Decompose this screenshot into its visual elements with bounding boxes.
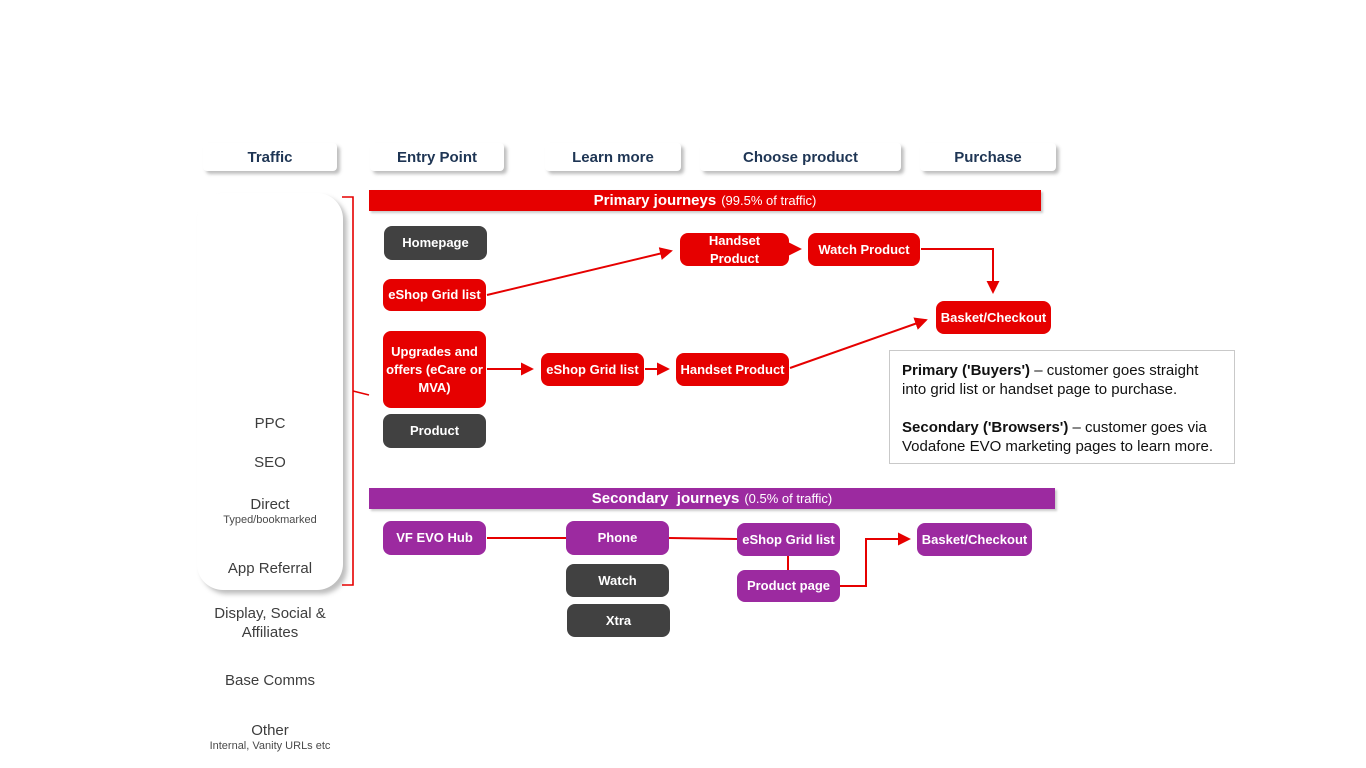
stage-entry-point: Entry Point bbox=[370, 143, 504, 171]
stage-entry-point-label: Entry Point bbox=[396, 148, 477, 166]
traffic-source-label: Base Comms bbox=[224, 672, 316, 689]
node-handset-product-2: Handset Product bbox=[676, 353, 789, 386]
traffic-source-ppc: PPC bbox=[197, 414, 343, 433]
traffic-source-other: Other Internal, Vanity URLs etc bbox=[197, 721, 343, 753]
secondary-journeys-banner: Secondary journeys (0.5% of traffic) bbox=[369, 488, 1055, 509]
node-product: Product bbox=[383, 414, 486, 448]
stage-choose-product: Choose product bbox=[700, 143, 901, 171]
traffic-brace bbox=[342, 196, 354, 586]
stage-choose-product-label: Choose product bbox=[743, 148, 858, 166]
traffic-source-label: Display, Social & Affiliates bbox=[214, 605, 326, 641]
note-primary-rest: – customer goes straight into grid list … bbox=[902, 362, 1199, 398]
node-product-page: Product page bbox=[737, 570, 840, 602]
note-secondary-line: Secondary ('Browsers') – customer goes v… bbox=[902, 418, 1222, 456]
traffic-source-seo: SEO bbox=[197, 453, 343, 472]
traffic-source-label: App Referral bbox=[227, 560, 313, 577]
note-primary-lead: Primary ('Buyers') bbox=[902, 362, 1031, 379]
stage-traffic-label: Traffic bbox=[247, 148, 293, 166]
traffic-source-display-social-affiliates: Display, Social & Affiliates bbox=[212, 604, 328, 642]
node-upgrades-offers: Upgrades and offers (eCare or MVA) bbox=[383, 331, 486, 408]
traffic-source-label: PPC bbox=[254, 415, 286, 432]
traffic-source-direct: Direct Typed/bookmarked bbox=[197, 495, 343, 527]
stage-traffic: Traffic bbox=[203, 143, 337, 171]
secondary-banner-note: (0.5% of traffic) bbox=[744, 491, 833, 506]
traffic-source-base-comms: Base Comms bbox=[197, 671, 343, 690]
traffic-source-label: Other bbox=[251, 722, 289, 739]
traffic-source-sublabel: Typed/bookmarked bbox=[223, 514, 317, 526]
stage-purchase: Purchase bbox=[920, 143, 1056, 171]
node-basket-checkout-primary: Basket/Checkout bbox=[936, 301, 1051, 334]
traffic-source-sublabel: Internal, Vanity URLs etc bbox=[209, 740, 331, 752]
traffic-source-label: Direct bbox=[250, 496, 290, 513]
primary-banner-note: (99.5% of traffic) bbox=[721, 193, 817, 208]
stage-purchase-label: Purchase bbox=[954, 148, 1022, 166]
traffic-source-label: SEO bbox=[254, 454, 286, 471]
traffic-sources-panel: PPC SEO Direct Typed/bookmarked App Refe… bbox=[197, 193, 343, 752]
note-secondary-rest: – customer goes via Vodafone EVO marketi… bbox=[902, 419, 1214, 455]
stage-learn-more: Learn more bbox=[545, 143, 681, 171]
note-primary-line: Primary ('Buyers') – customer goes strai… bbox=[902, 361, 1222, 399]
node-homepage: Homepage bbox=[384, 226, 487, 260]
node-vf-evo-hub: VF EVO Hub bbox=[383, 521, 486, 555]
node-handset-product-1: Handset Product bbox=[680, 233, 789, 266]
arrow-watchproduct-to-basket bbox=[921, 248, 1000, 294]
primary-banner-title: Primary journeys bbox=[593, 192, 717, 209]
line-phone-to-eshop bbox=[668, 537, 738, 540]
node-watch-product: Watch Product bbox=[808, 233, 920, 266]
node-eshop-grid-list-1: eShop Grid list bbox=[383, 279, 486, 311]
arrow-eshop1-to-handset1 bbox=[486, 247, 673, 296]
secondary-banner-title: Secondary journeys bbox=[591, 490, 740, 507]
node-eshop-grid-list-secondary: eShop Grid list bbox=[737, 523, 840, 556]
traffic-source-app-referral: App Referral bbox=[197, 559, 343, 578]
traffic-brace-tick bbox=[352, 390, 370, 396]
node-phone: Phone bbox=[566, 521, 669, 555]
journey-explanation-note: Primary ('Buyers') – customer goes strai… bbox=[889, 350, 1235, 464]
node-xtra: Xtra bbox=[567, 604, 670, 637]
note-secondary-lead: Secondary ('Browsers') bbox=[902, 419, 1069, 436]
node-watch: Watch bbox=[566, 564, 669, 597]
node-basket-checkout-secondary: Basket/Checkout bbox=[917, 523, 1032, 556]
node-eshop-grid-list-2: eShop Grid list bbox=[541, 353, 644, 386]
stage-learn-more-label: Learn more bbox=[572, 148, 654, 166]
primary-journeys-banner: Primary journeys (99.5% of traffic) bbox=[369, 190, 1041, 211]
arrow-productpage-to-basket bbox=[840, 532, 911, 587]
